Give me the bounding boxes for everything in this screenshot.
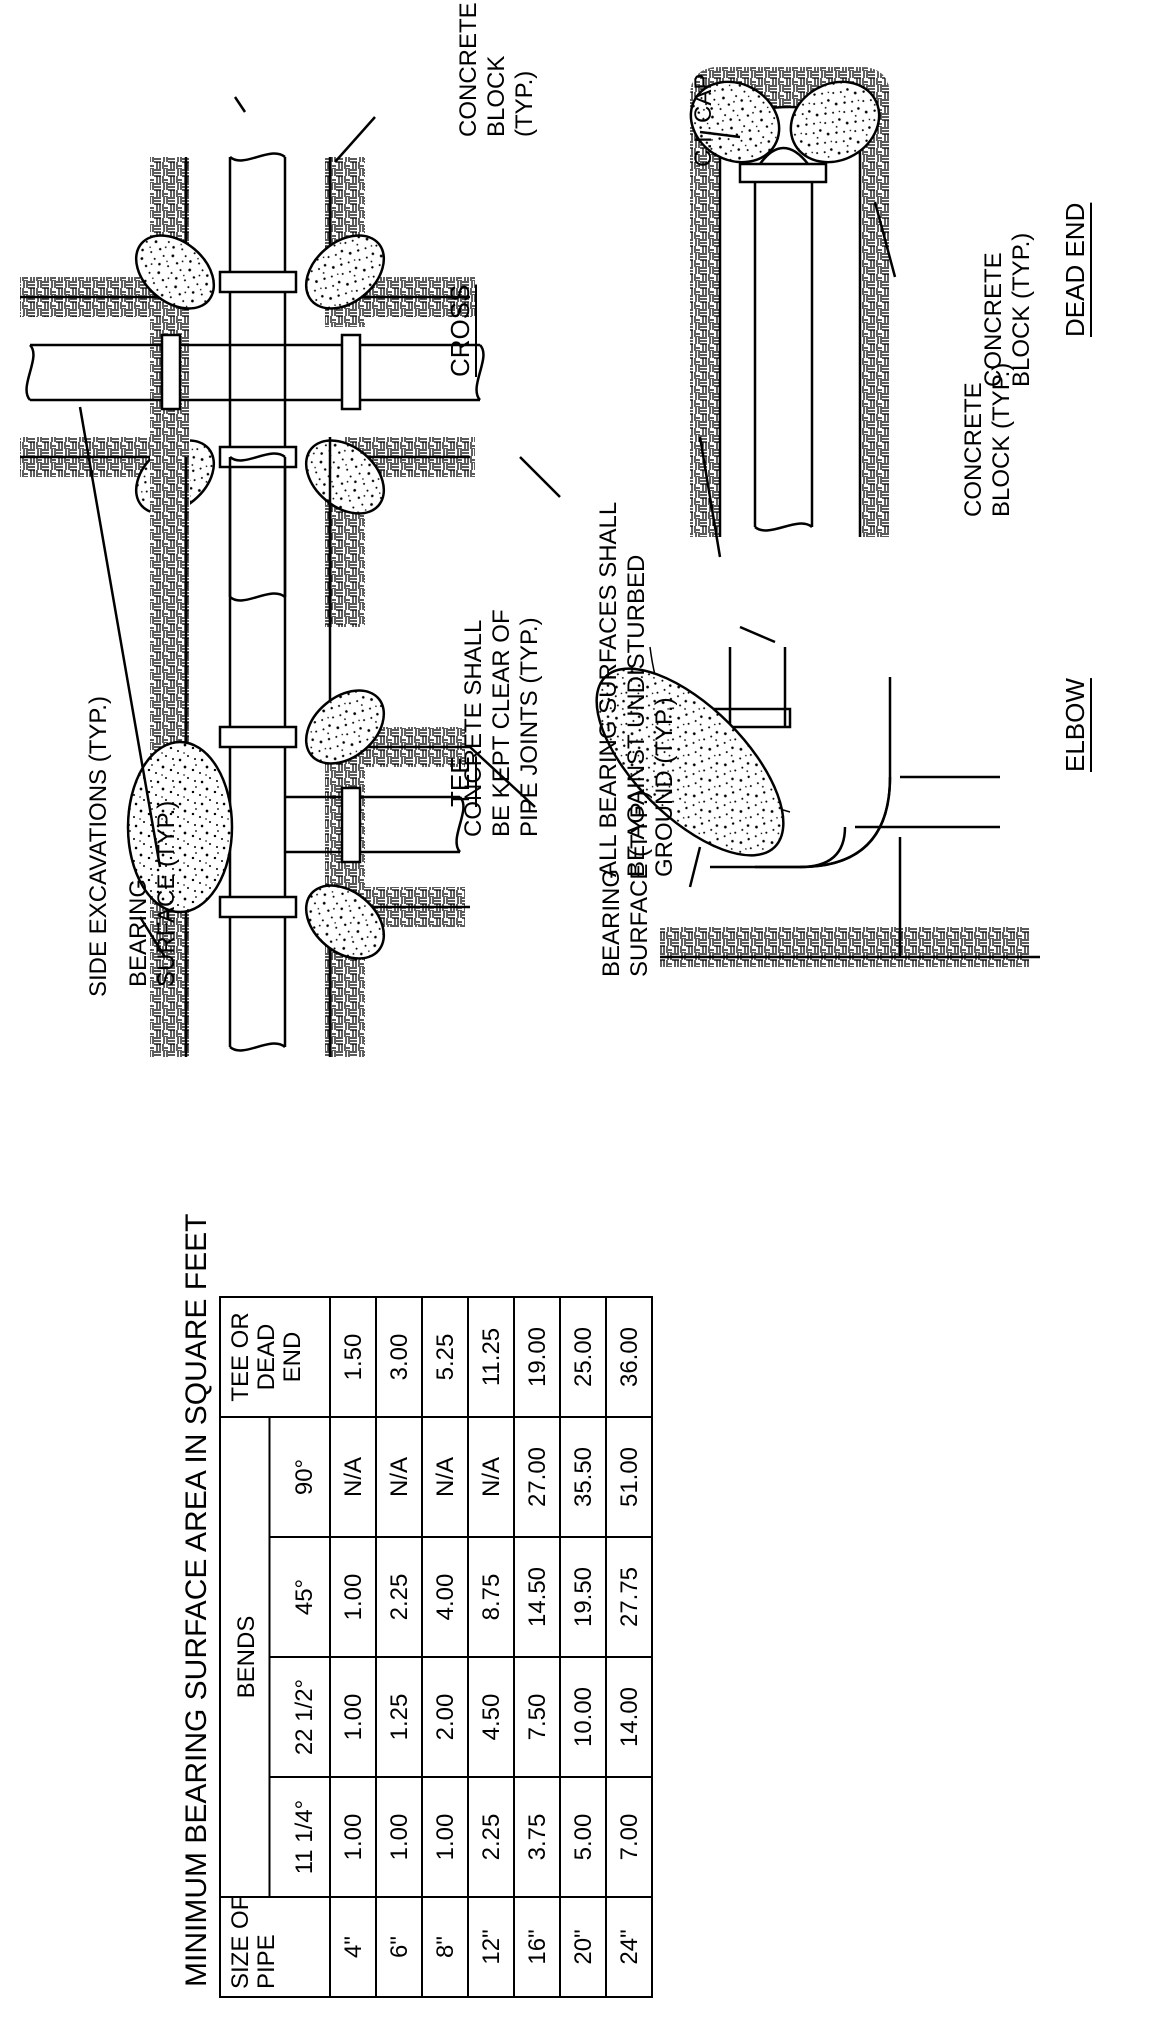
table-header-tee: END — [279, 1332, 306, 1383]
table-cell-size: 6" — [386, 1936, 413, 1958]
label-concrete-block-cross: CONCRETE BLOCK (TYP.) — [455, 2, 538, 137]
table-cell-value: 19.00 — [524, 1327, 551, 1387]
title-dead-end: DEAD END — [1060, 202, 1090, 337]
label-bearing-surface: BEARING SURFACE (TYP.) — [125, 800, 180, 987]
table-cell-size: 24" — [616, 1929, 643, 1964]
label-side-excavations: SIDE EXCAVATIONS (TYP.) — [85, 696, 112, 997]
table-cell-value: 3.75 — [524, 1814, 551, 1861]
table-border — [219, 1296, 653, 1998]
table-cell-size: 20" — [570, 1929, 597, 1964]
table-cell-size: 16" — [524, 1929, 551, 1964]
table-cell-value: 10.00 — [570, 1687, 597, 1747]
table-cell-value: 2.25 — [386, 1574, 413, 1621]
table-cell-value: N/A — [478, 1457, 505, 1497]
label-ci-cap: C.I. CAP — [690, 73, 717, 167]
table-cell-value: 3.00 — [386, 1334, 413, 1381]
cross-detail — [20, 96, 561, 627]
dead-end-detail — [689, 67, 897, 558]
elbow-detail — [595, 625, 1040, 967]
table-cell-value: 27.00 — [524, 1447, 551, 1507]
table-cell-value: 8.75 — [478, 1574, 505, 1621]
table-cell-size: 4" — [340, 1936, 367, 1958]
table-cell-size: 8" — [432, 1936, 459, 1958]
title-elbow: ELBOW — [1060, 678, 1090, 772]
tee-detail — [78, 406, 536, 1057]
label-bearing-surface-elbow: BEARING SURFACE (TYP.) — [598, 790, 653, 977]
table-cell-value: 2.00 — [432, 1694, 459, 1741]
table-cell-value: 35.50 — [570, 1447, 597, 1507]
table-header-size: PIPE — [253, 1934, 280, 1989]
table-cell-value: 14.00 — [616, 1687, 643, 1747]
table-cell-value: 7.50 — [524, 1694, 551, 1741]
table-cell-value: N/A — [432, 1457, 459, 1497]
title-cross: CROSS — [445, 284, 475, 377]
table-header-size: SIZE OF — [227, 1896, 254, 1989]
table-cell-value: 5.25 — [432, 1334, 459, 1381]
table-cell-value: 1.00 — [340, 1814, 367, 1861]
table-header-bends: BENDS — [233, 1616, 260, 1699]
table-title: MINIMUM BEARING SURFACE AREA IN SQUARE F… — [180, 1213, 213, 1987]
table-cell-value: 4.50 — [478, 1694, 505, 1741]
table-header-angle: 11 1/4° — [291, 1800, 318, 1875]
table-header-tee: DEAD — [253, 1324, 280, 1391]
table-cell-value: 1.50 — [340, 1334, 367, 1381]
table-cell-value: 11.25 — [478, 1328, 505, 1386]
table-cell-value: 27.75 — [616, 1567, 643, 1627]
table-cell-value: N/A — [340, 1457, 367, 1497]
table-cell-value: 14.50 — [524, 1567, 551, 1627]
table-header-tee: TEE OR — [227, 1312, 254, 1401]
table-cell-value: 5.00 — [570, 1814, 597, 1861]
table-cell-value: 1.00 — [340, 1574, 367, 1621]
table-cell-value: 4.00 — [432, 1574, 459, 1621]
table-header-angle: 45° — [291, 1579, 318, 1615]
table-header-angle: 22 1/2° — [291, 1679, 318, 1755]
table-cell-value: 2.25 — [478, 1814, 505, 1861]
table-cell-value: 1.00 — [386, 1814, 413, 1861]
title-tee: TEE — [445, 756, 475, 807]
table-cell-value: 1.00 — [432, 1814, 459, 1861]
table-cell-value: 1.25 — [386, 1694, 413, 1741]
label-concrete-block-elbow: CONCRETE BLOCK (TYP.) — [960, 362, 1015, 517]
table-cell-value: 51.00 — [616, 1447, 643, 1507]
table-cell-value: 25.00 — [570, 1327, 597, 1387]
table-cell-value: 36.00 — [616, 1327, 643, 1387]
table-cell-value: N/A — [386, 1457, 413, 1497]
table-cell-value: 7.00 — [616, 1814, 643, 1861]
table-cell-value: 1.00 — [340, 1694, 367, 1741]
table-cell-value: 19.50 — [570, 1567, 597, 1627]
table-header-angle: 90° — [291, 1459, 318, 1495]
table-cell-size: 12" — [478, 1929, 505, 1964]
